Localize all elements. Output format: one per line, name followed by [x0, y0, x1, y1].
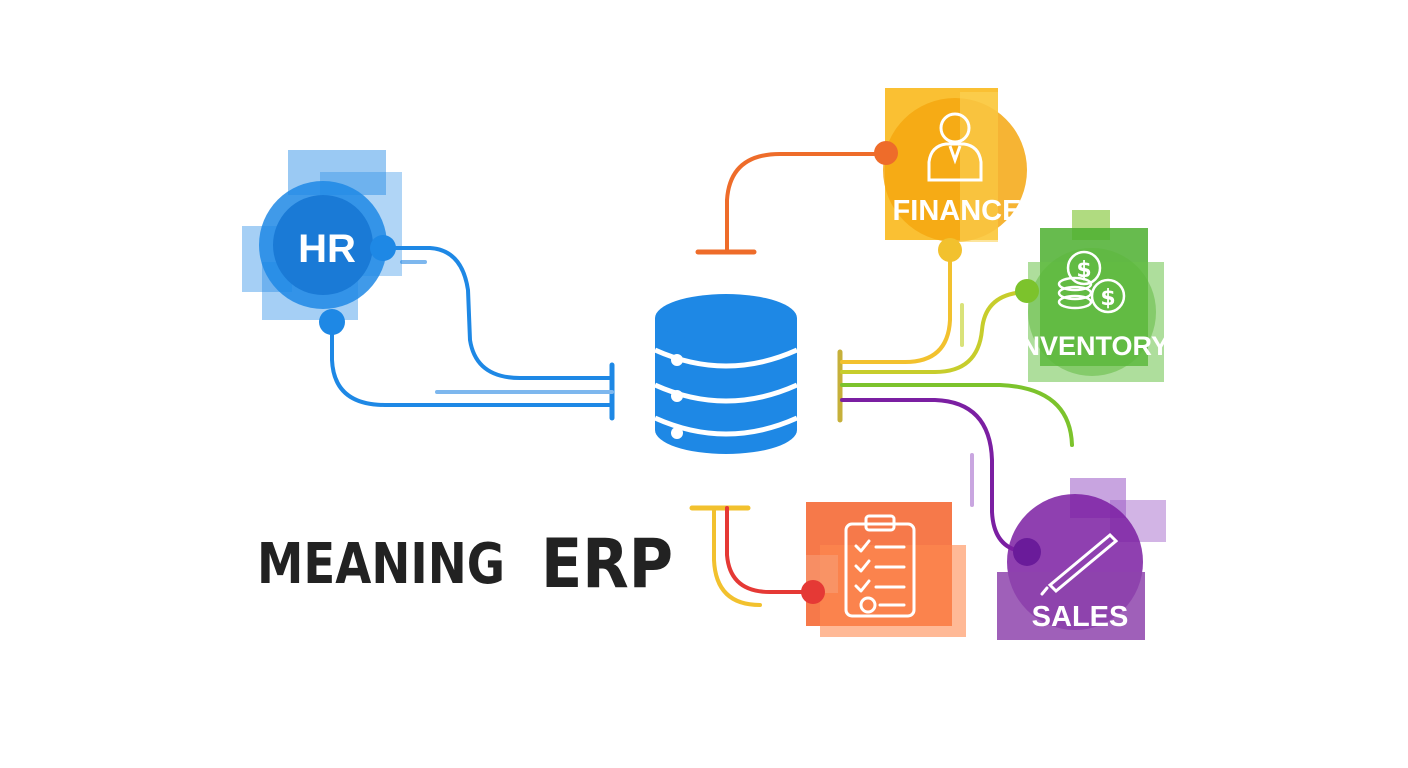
inventory-node — [1015, 279, 1039, 303]
module-sales: SALES — [997, 478, 1166, 640]
hr-node-upper — [370, 235, 396, 261]
module-tasks — [801, 502, 966, 637]
connectors — [330, 152, 1074, 607]
hr-node-lower — [319, 309, 345, 335]
finance-label: FINANCE — [893, 195, 1022, 227]
tasks-node — [801, 580, 825, 604]
tasks-connector-red — [725, 506, 814, 594]
hr-connector-lower — [330, 320, 614, 407]
finance-node-left — [874, 141, 898, 165]
finance-node-bottom — [938, 238, 962, 262]
module-hr: HR — [242, 150, 402, 335]
person-icon — [927, 112, 983, 182]
checklist-icon — [844, 514, 916, 618]
module-inventory: $ $ INVENTORY — [1013, 210, 1169, 382]
finance-connector — [725, 152, 888, 252]
page-title: MEANING ERP — [257, 525, 673, 604]
svg-text:$: $ — [1100, 286, 1115, 311]
finance-down-connector — [840, 248, 952, 364]
hr-connector-upper — [383, 246, 614, 380]
inventory-connector-b — [840, 383, 1074, 447]
tasks-connector-yellow — [712, 506, 762, 607]
sales-connector — [840, 398, 1032, 554]
pen-icon — [1040, 532, 1119, 596]
module-finance: FINANCE — [874, 88, 1027, 262]
title-erp: ERP — [541, 525, 673, 604]
database-icon — [653, 294, 799, 454]
svg-text:$: $ — [1076, 258, 1091, 283]
sales-label: SALES — [1032, 601, 1129, 633]
inventory-label: INVENTORY — [1013, 331, 1169, 361]
sales-node — [1013, 538, 1041, 566]
inventory-connector-a — [840, 290, 1027, 374]
hr-label: HR — [298, 227, 356, 271]
coins-icon: $ $ — [1057, 250, 1126, 314]
title-meaning: MEANING — [257, 532, 505, 597]
